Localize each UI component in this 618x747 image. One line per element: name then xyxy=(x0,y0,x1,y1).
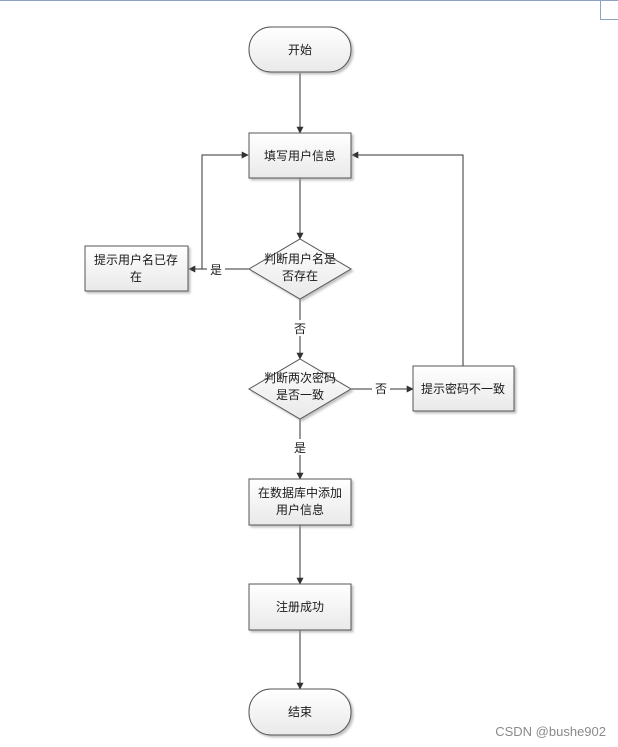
name-exists-label-line2: 在 xyxy=(130,270,142,284)
check-name-label-line2: 否存在 xyxy=(282,269,318,283)
end-node-label: 结束 xyxy=(288,705,312,719)
frame-top-border xyxy=(0,0,618,1)
start-node-label: 开始 xyxy=(288,43,312,57)
frame-corner xyxy=(600,0,618,20)
edge-name-exists-back xyxy=(201,151,249,269)
watermark: CSDN @bushe902 xyxy=(495,724,606,739)
end-node xyxy=(248,688,352,736)
check-name-label-line1: 判断用户名是 xyxy=(264,251,336,266)
edge-label-name-yes: 是 xyxy=(210,263,222,277)
edge-label-pwd-yes: 是 xyxy=(294,441,306,455)
edge-pwd-mismatch-back xyxy=(351,151,464,366)
name-exists-node xyxy=(84,245,189,292)
edge-label-pwd-no: 否 xyxy=(375,382,387,396)
pwd-mismatch-node xyxy=(412,365,515,412)
check-name-decision xyxy=(248,238,352,300)
add-user-label-line2: 用户信息 xyxy=(276,502,324,517)
check-pwd-label-line2: 是否一致 xyxy=(276,388,324,402)
add-user-node xyxy=(248,478,352,526)
success-label: 注册成功 xyxy=(276,599,324,614)
fill-info-node xyxy=(248,132,352,179)
check-pwd-label-line1: 判断两次密码 xyxy=(264,370,336,385)
start-node xyxy=(248,26,352,73)
success-node xyxy=(248,583,352,631)
edge-label-name-no: 否 xyxy=(294,322,306,336)
name-exists-label-line1: 提示用户名已存 xyxy=(94,252,178,267)
pwd-mismatch-label: 提示密码不一致 xyxy=(421,381,505,396)
fill-info-node-label: 填写用户信息 xyxy=(264,148,336,163)
add-user-label-line1: 在数据库中添加 xyxy=(258,485,342,500)
check-pwd-decision xyxy=(248,358,352,420)
